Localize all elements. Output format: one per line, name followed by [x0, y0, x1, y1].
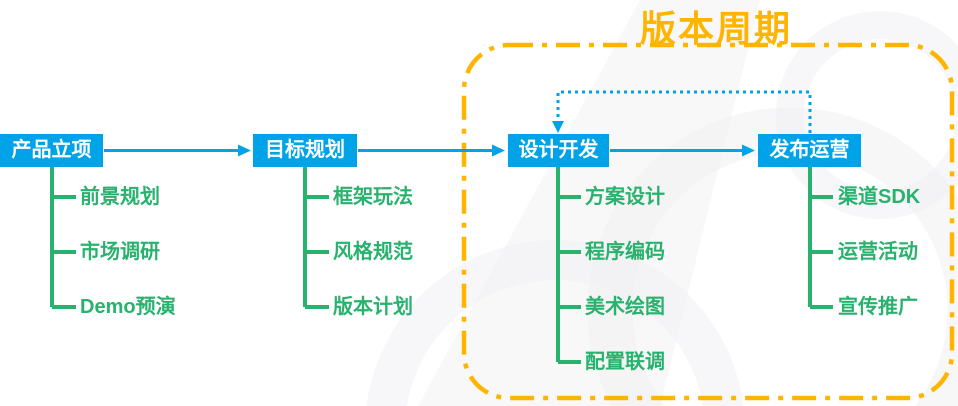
branch-item-label: 风格规范	[333, 241, 413, 263]
cycle-boundary	[461, 42, 955, 401]
watermark-ring	[366, 240, 744, 406]
feedback-loop-line	[556, 90, 812, 133]
stage-box-goal-planning: 目标规划	[253, 134, 357, 167]
branch-tree-2	[303, 167, 329, 309]
stage-box-product-initiation: 产品立项	[0, 134, 103, 167]
flow-arrowhead-icon	[238, 144, 251, 157]
branch-item-label: 市场调研	[80, 241, 160, 263]
feedback-arrowhead-icon	[552, 121, 564, 133]
flow-arrowhead-icon	[492, 144, 505, 157]
flow-arrowhead-icon	[742, 144, 755, 157]
branch-tree-4	[808, 167, 833, 309]
branch-item-label: 渠道SDK	[838, 186, 921, 208]
branch-item-label: 宣传推广	[838, 296, 918, 318]
cycle-title: 版本周期	[639, 8, 792, 49]
watermark-ring	[776, 11, 958, 219]
branch-item-label: 美术绘图	[585, 296, 665, 318]
branch-item-label: 前景规划	[80, 186, 160, 208]
branch-item-label: 运营活动	[838, 241, 918, 263]
branch-item-label: Demo预演	[80, 296, 176, 318]
branch-tree-1	[50, 167, 76, 309]
branch-item-label: 配置联调	[585, 351, 665, 373]
stage-box-design-development: 设计开发	[508, 134, 609, 167]
branch-item-label: 方案设计	[585, 186, 665, 208]
branch-item-label: 程序编码	[585, 241, 665, 263]
branch-item-label: 版本计划	[333, 296, 413, 318]
stage-box-release-operations: 发布运营	[758, 134, 861, 167]
branch-tree-3	[556, 167, 581, 364]
branch-item-label: 框架玩法	[333, 186, 413, 208]
